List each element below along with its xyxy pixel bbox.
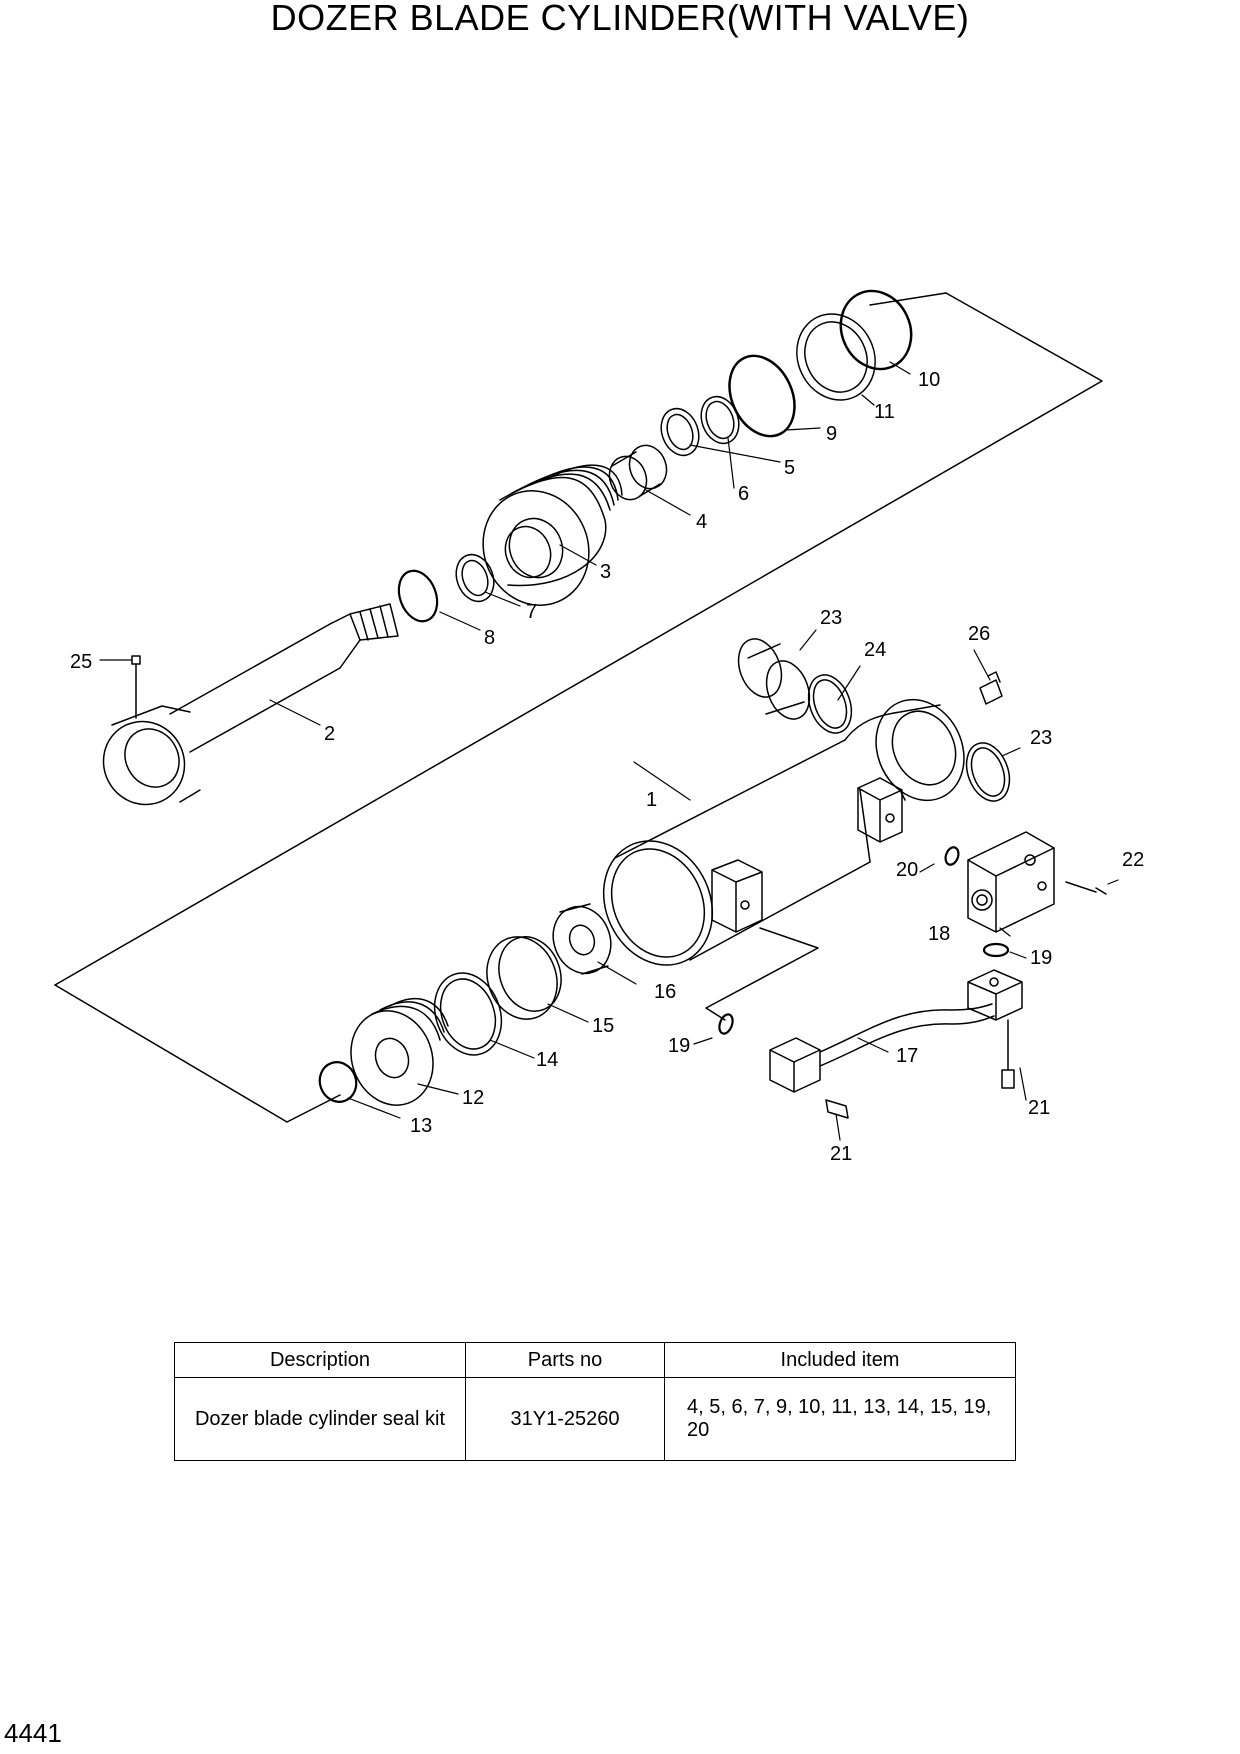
callout-4: 4: [696, 511, 707, 533]
callout-7: 7: [526, 601, 537, 623]
part-rod-cover: [482, 464, 623, 606]
assembly-outline: [54, 292, 1103, 1123]
callout-11: 11: [874, 401, 895, 423]
callout-8: 8: [484, 627, 495, 649]
page-number: 4441: [4, 1718, 62, 1748]
callout-23b: 23: [1030, 727, 1052, 749]
part-fitting: [979, 671, 1003, 705]
callout-19b: 19: [668, 1035, 690, 1057]
callout-23a: 23: [820, 607, 842, 629]
callout-17: 17: [896, 1045, 918, 1067]
callout-20: 20: [896, 859, 918, 881]
header-description: Description: [174, 1342, 466, 1378]
cell-included-items: 4, 5, 6, 7, 9, 10, 11, 13, 14, 15, 19, 2…: [664, 1377, 1016, 1461]
part-rings: [397, 289, 913, 623]
callout-21a: 21: [1028, 1097, 1050, 1119]
table-header-row: Description Parts no Included item: [174, 1342, 1016, 1378]
callout-10: 10: [918, 369, 940, 391]
part-piston-rod: [102, 603, 399, 806]
part-pipe: [769, 969, 1023, 1119]
header-included-item: Included item: [664, 1342, 1016, 1378]
part-cylinder-tube: [602, 698, 965, 966]
callout-26: 26: [968, 623, 990, 645]
header-parts-no: Parts no: [465, 1342, 665, 1378]
callout-21b: 21: [830, 1143, 852, 1165]
part-piston-group: [318, 903, 612, 1106]
callout-18: 18: [928, 923, 950, 945]
callout-19a: 19: [1030, 947, 1052, 969]
callout-22: 22: [1122, 849, 1144, 871]
callout-9: 9: [826, 423, 837, 445]
part-bushings-23-24: [737, 638, 1011, 802]
callout-5: 5: [784, 457, 795, 479]
callout-15: 15: [592, 1015, 614, 1037]
callout-13: 13: [410, 1115, 432, 1137]
part-valve-block: [967, 831, 1107, 933]
part-bushing: [608, 444, 668, 501]
callout-3: 3: [600, 561, 611, 583]
callout-12: 12: [462, 1087, 484, 1109]
callout-25: 25: [70, 651, 92, 673]
callout-14: 14: [536, 1049, 558, 1071]
callout-labels: 1 2 3 4 5 6 7 8 9 10 11 12 13 14 15 16 1…: [70, 369, 1144, 1165]
page-title: DOZER BLADE CYLINDER(WITH VALVE): [270, 0, 970, 38]
callout-24: 24: [864, 639, 886, 661]
callout-1: 1: [646, 789, 657, 811]
callout-6: 6: [738, 483, 749, 505]
seal-kit-table: Description Parts no Included item Dozer…: [174, 1342, 1016, 1461]
part-orings: [718, 846, 1010, 1035]
table-row: Dozer blade cylinder seal kit 31Y1-25260…: [174, 1377, 1016, 1461]
callout-16: 16: [654, 981, 676, 1003]
cell-parts-no: 31Y1-25260: [465, 1377, 665, 1461]
callout-2: 2: [324, 723, 335, 745]
cell-description: Dozer blade cylinder seal kit: [174, 1377, 466, 1461]
leader-lines: [99, 361, 1119, 1141]
